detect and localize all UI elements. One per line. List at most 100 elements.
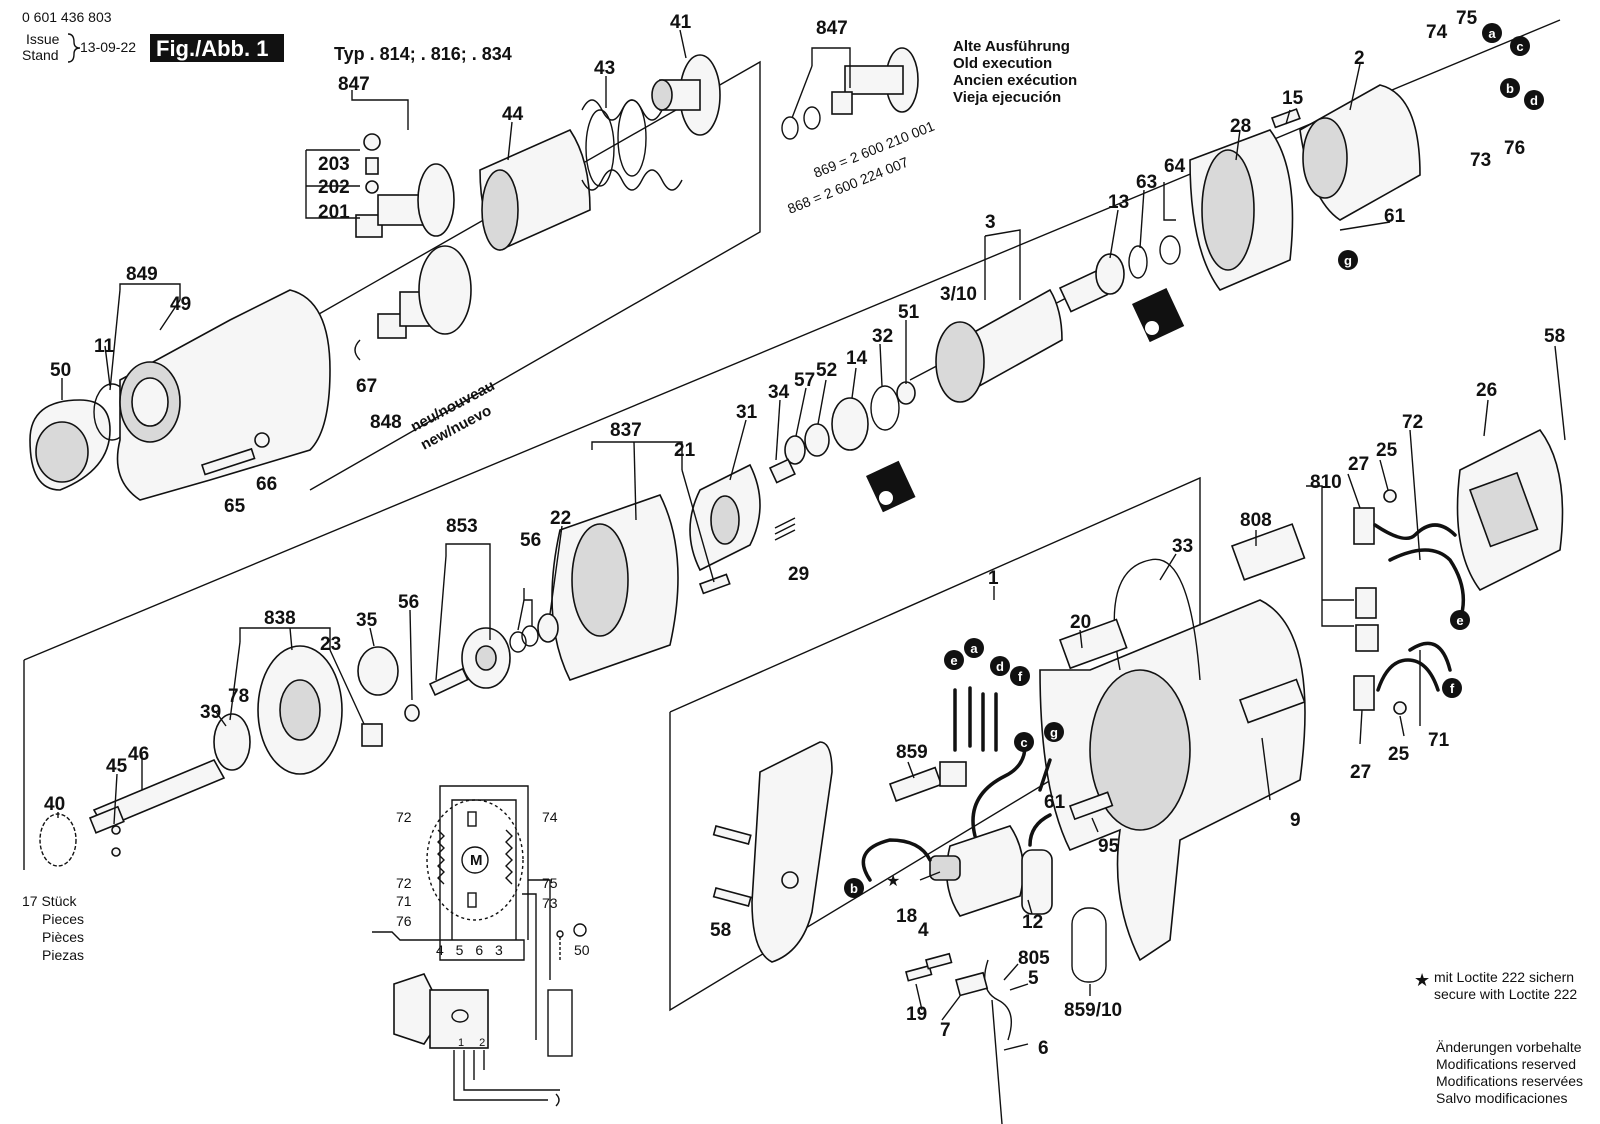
part-label: 201 bbox=[318, 202, 350, 223]
wiring-label: 74 bbox=[542, 809, 558, 825]
doc-number: 0 601 436 803 bbox=[22, 9, 112, 25]
part-label: 808 bbox=[1240, 510, 1272, 531]
part-label: 12 bbox=[1022, 912, 1043, 933]
part-853-gear bbox=[428, 627, 511, 696]
svg-text:c: c bbox=[1020, 735, 1027, 750]
svg-text:c: c bbox=[1516, 39, 1523, 54]
callout-c: c bbox=[1014, 732, 1034, 752]
loctite-note: ★ mit Loctite 222 sichern secure with Lo… bbox=[886, 873, 1577, 1002]
part-label: 34 bbox=[768, 382, 790, 403]
part-label: 202 bbox=[318, 177, 350, 198]
part-46-output-shaft bbox=[88, 758, 226, 857]
part-label: 27 bbox=[1348, 454, 1369, 475]
part-label: 74 bbox=[1426, 22, 1448, 43]
type-label: Typ . 814; . 816; . 834 bbox=[334, 44, 512, 64]
part-label: 31 bbox=[736, 402, 758, 423]
part-label: 26 bbox=[1476, 380, 1497, 401]
svg-text:d: d bbox=[1530, 93, 1538, 108]
callout-e: e bbox=[1450, 610, 1470, 630]
part-label: 2 bbox=[1354, 48, 1365, 69]
callout-a: a bbox=[964, 638, 984, 658]
part-19-7-clamp bbox=[905, 952, 989, 997]
svg-text:f: f bbox=[1450, 681, 1455, 696]
part-label: 810 bbox=[1310, 472, 1342, 493]
mods-line-4: Salvo modificaciones bbox=[1436, 1090, 1568, 1106]
svg-text:g: g bbox=[1050, 725, 1058, 740]
part-label: 78 bbox=[228, 686, 249, 707]
part-13-bearing bbox=[1095, 253, 1125, 295]
part-39-bearing bbox=[213, 713, 251, 771]
part-20-label bbox=[1058, 618, 1128, 670]
part-label: 20 bbox=[1070, 612, 1091, 633]
wiring-label: 72 bbox=[396, 809, 412, 825]
callout-e: e bbox=[944, 650, 964, 670]
part-56-ring-b bbox=[509, 631, 527, 653]
part-label: 57 bbox=[794, 370, 815, 391]
switch-wiring bbox=[861, 686, 1052, 882]
part-label: 4 bbox=[918, 920, 929, 941]
part-label: 18 bbox=[896, 906, 917, 927]
part-label: 837 bbox=[610, 420, 642, 441]
part-label: 1 bbox=[988, 568, 999, 589]
part-14-bearing bbox=[831, 397, 869, 451]
issue-date: 13-09-22 bbox=[80, 39, 136, 55]
old-exec-line-2: Old execution bbox=[953, 55, 1052, 72]
part-label: 14 bbox=[846, 348, 868, 369]
middle-plane-line bbox=[23, 19, 1561, 661]
part-label: 58 bbox=[1544, 326, 1565, 347]
part-4-switch bbox=[929, 825, 1025, 917]
part-2-field bbox=[1299, 84, 1421, 221]
callout-f: f bbox=[1442, 678, 1462, 698]
motor-symbol: M bbox=[470, 852, 483, 869]
part-label: 56 bbox=[520, 530, 541, 551]
part-label: 805 bbox=[1018, 948, 1050, 969]
part-50-cap bbox=[29, 399, 111, 491]
part-44-clutch-cup bbox=[479, 128, 591, 252]
part-label: 46 bbox=[128, 744, 149, 765]
pieces-count: 17 Stück bbox=[22, 893, 77, 909]
part-label: 25 bbox=[1388, 744, 1410, 765]
part-23-sleeve bbox=[361, 723, 383, 747]
part-66-washer bbox=[254, 432, 270, 448]
leader-lines bbox=[57, 29, 1566, 1051]
part-label: 73 bbox=[1470, 150, 1491, 171]
issue-brace bbox=[67, 33, 81, 63]
ground-ref: 50 bbox=[574, 942, 590, 958]
part-label: 23 bbox=[320, 634, 341, 655]
old-exec-line-1: Alte Ausführung bbox=[953, 38, 1070, 55]
wiring-schematic bbox=[372, 785, 587, 1107]
svg-text:f: f bbox=[1018, 669, 1023, 684]
part-64-ring bbox=[1159, 235, 1181, 265]
pieces-line-3: Piezas bbox=[42, 947, 84, 963]
wiring-labels: 72 72 71 76 74 75 73 4 5 6 3 M 50 1 2 bbox=[396, 809, 590, 1049]
loctite-line-2: secure with Loctite 222 bbox=[1434, 986, 1577, 1002]
part-26-cover bbox=[1456, 428, 1564, 592]
part-41-shaft-flange bbox=[651, 54, 721, 136]
svg-text:a: a bbox=[1488, 26, 1496, 41]
modifications-note: Änderungen vorbehalte Modifications rese… bbox=[1436, 1039, 1583, 1106]
mods-line-1: Änderungen vorbehalte bbox=[1436, 1039, 1582, 1055]
part-label: 50 bbox=[50, 360, 71, 381]
part-32-circlip bbox=[870, 385, 900, 431]
part-label: 40 bbox=[44, 794, 65, 815]
part-label: 67 bbox=[356, 376, 377, 397]
part-label: 28 bbox=[1230, 116, 1251, 137]
loctite-line-1: mit Loctite 222 sichern bbox=[1434, 969, 1574, 985]
part-label: 32 bbox=[872, 326, 893, 347]
part-label: 63 bbox=[1136, 172, 1157, 193]
part-label: 19 bbox=[906, 1004, 927, 1025]
part-34-sleeve bbox=[768, 458, 796, 484]
part-12-capacitor bbox=[1021, 849, 1053, 915]
part-label: 7 bbox=[940, 1020, 951, 1041]
wiring-label: 71 bbox=[396, 893, 412, 909]
fig-label: Fig./Abb. 1 bbox=[156, 36, 268, 61]
part-25-screw-a bbox=[1383, 489, 1397, 503]
part-label: 847 bbox=[338, 74, 370, 95]
part-label: 25 bbox=[1376, 440, 1398, 461]
part-label: 849 bbox=[126, 264, 158, 285]
part-9-motor-housing bbox=[1039, 599, 1306, 962]
pieces-note: 17 Stück Pieces Pièces Piezas bbox=[22, 893, 84, 963]
part-label: 64 bbox=[1164, 156, 1186, 177]
star-icon: ★ bbox=[1414, 970, 1430, 990]
